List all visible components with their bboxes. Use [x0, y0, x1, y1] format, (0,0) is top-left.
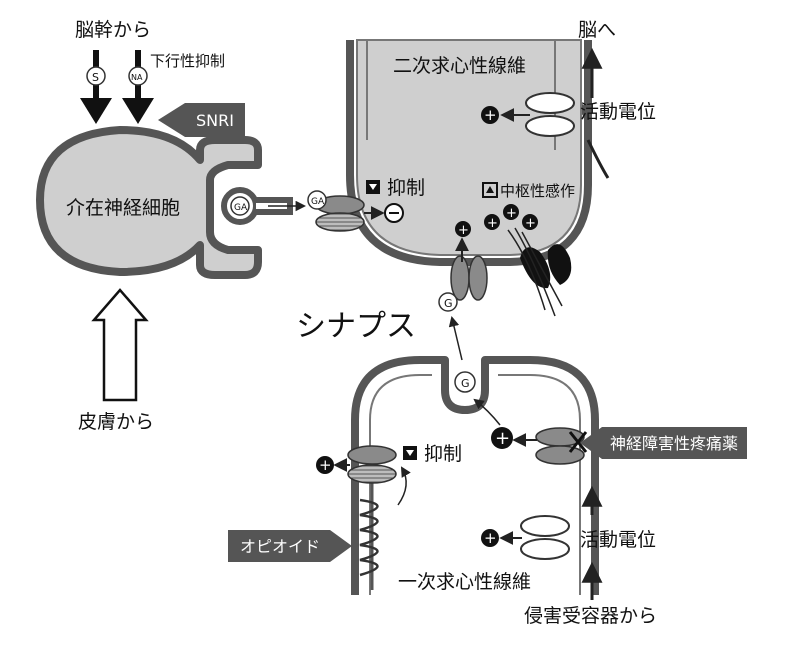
noradrenaline-mark-text: NA [131, 73, 143, 82]
serotonin-mark-text: S [92, 71, 99, 84]
opioid-label: オピオイド [240, 537, 320, 556]
gaba-receptor-mark-text: GA [311, 197, 325, 207]
from-nociceptor-label: 侵害受容器から [524, 605, 657, 627]
plus-icon [316, 456, 334, 474]
action-potential-bottom-label: 活動電位 [580, 529, 656, 551]
opioid-tag: オピオイド [228, 530, 352, 562]
from-skin-arrow [91, 288, 149, 402]
serotonin-arrow: S [80, 50, 112, 124]
gaba-vesicle-mark [230, 196, 250, 216]
bottom-left-channel [347, 445, 397, 484]
plus-icon [491, 427, 513, 449]
inhibition-bottom-label: 抑制 [424, 443, 462, 465]
glutamate-vesicle-mark [454, 371, 476, 393]
neuropathic-drug-tag: 神経障害性疼痛薬 [580, 427, 747, 459]
interneuron-label: 介在神経細胞 [66, 197, 180, 219]
ampa-receptor [450, 255, 488, 301]
sensitization-plus-icons: + + + + [455, 204, 538, 238]
svg-text:+: + [495, 428, 510, 449]
gaba-mark-text: GA [234, 203, 248, 213]
nmda-receptor [507, 227, 572, 317]
up-arrow-icon [482, 182, 498, 198]
glutamate-mark-top [438, 292, 458, 312]
central-sensitization-label: 中枢性感作 [500, 182, 575, 200]
plus-icon [481, 529, 499, 547]
second-order-fiber-label: 二次求心性線維 [393, 55, 526, 77]
svg-text:+: + [506, 206, 517, 221]
first-order-neuron [351, 356, 599, 595]
first-order-fiber-label: 一次求心性線維 [398, 571, 531, 593]
snri-label: SNRI [196, 111, 234, 130]
inhibition-top-label: 抑制 [387, 177, 425, 199]
top-sodium-channel [525, 92, 575, 137]
calcium-channel [535, 427, 588, 465]
svg-text:G: G [444, 297, 453, 310]
svg-text:+: + [525, 216, 536, 231]
opioid-receptor [359, 470, 379, 590]
gaba-receptor [315, 195, 365, 232]
snri-tag: SNRI [158, 103, 245, 137]
noradrenaline-arrow: NA [122, 50, 154, 124]
svg-text:+: + [484, 106, 497, 124]
action-potential-top-label: 活動電位 [580, 101, 656, 123]
signal-squiggle [586, 139, 610, 179]
svg-text:+: + [319, 456, 332, 474]
from-brainstem-label: 脳幹から [75, 19, 151, 41]
from-skin-label: 皮膚から [78, 411, 154, 433]
synapse-label: シナプス [296, 309, 416, 344]
svg-text:+: + [487, 216, 498, 231]
first-order-membrane [351, 356, 599, 595]
second-order-cell-body [356, 39, 582, 256]
plus-icon [481, 106, 499, 124]
descending-inhibition-label: 下行性抑制 [150, 52, 225, 70]
svg-text:+: + [484, 529, 497, 547]
gaba-receptor-mark [307, 190, 327, 210]
svg-text:G: G [461, 377, 470, 390]
to-brain-label: 脳へ [578, 19, 616, 41]
bottom-sodium-channel [520, 515, 570, 560]
neuropathic-drug-label: 神経障害性疼痛薬 [610, 434, 738, 453]
interneuron-cell-body [36, 126, 262, 279]
svg-text:+: + [458, 223, 469, 238]
